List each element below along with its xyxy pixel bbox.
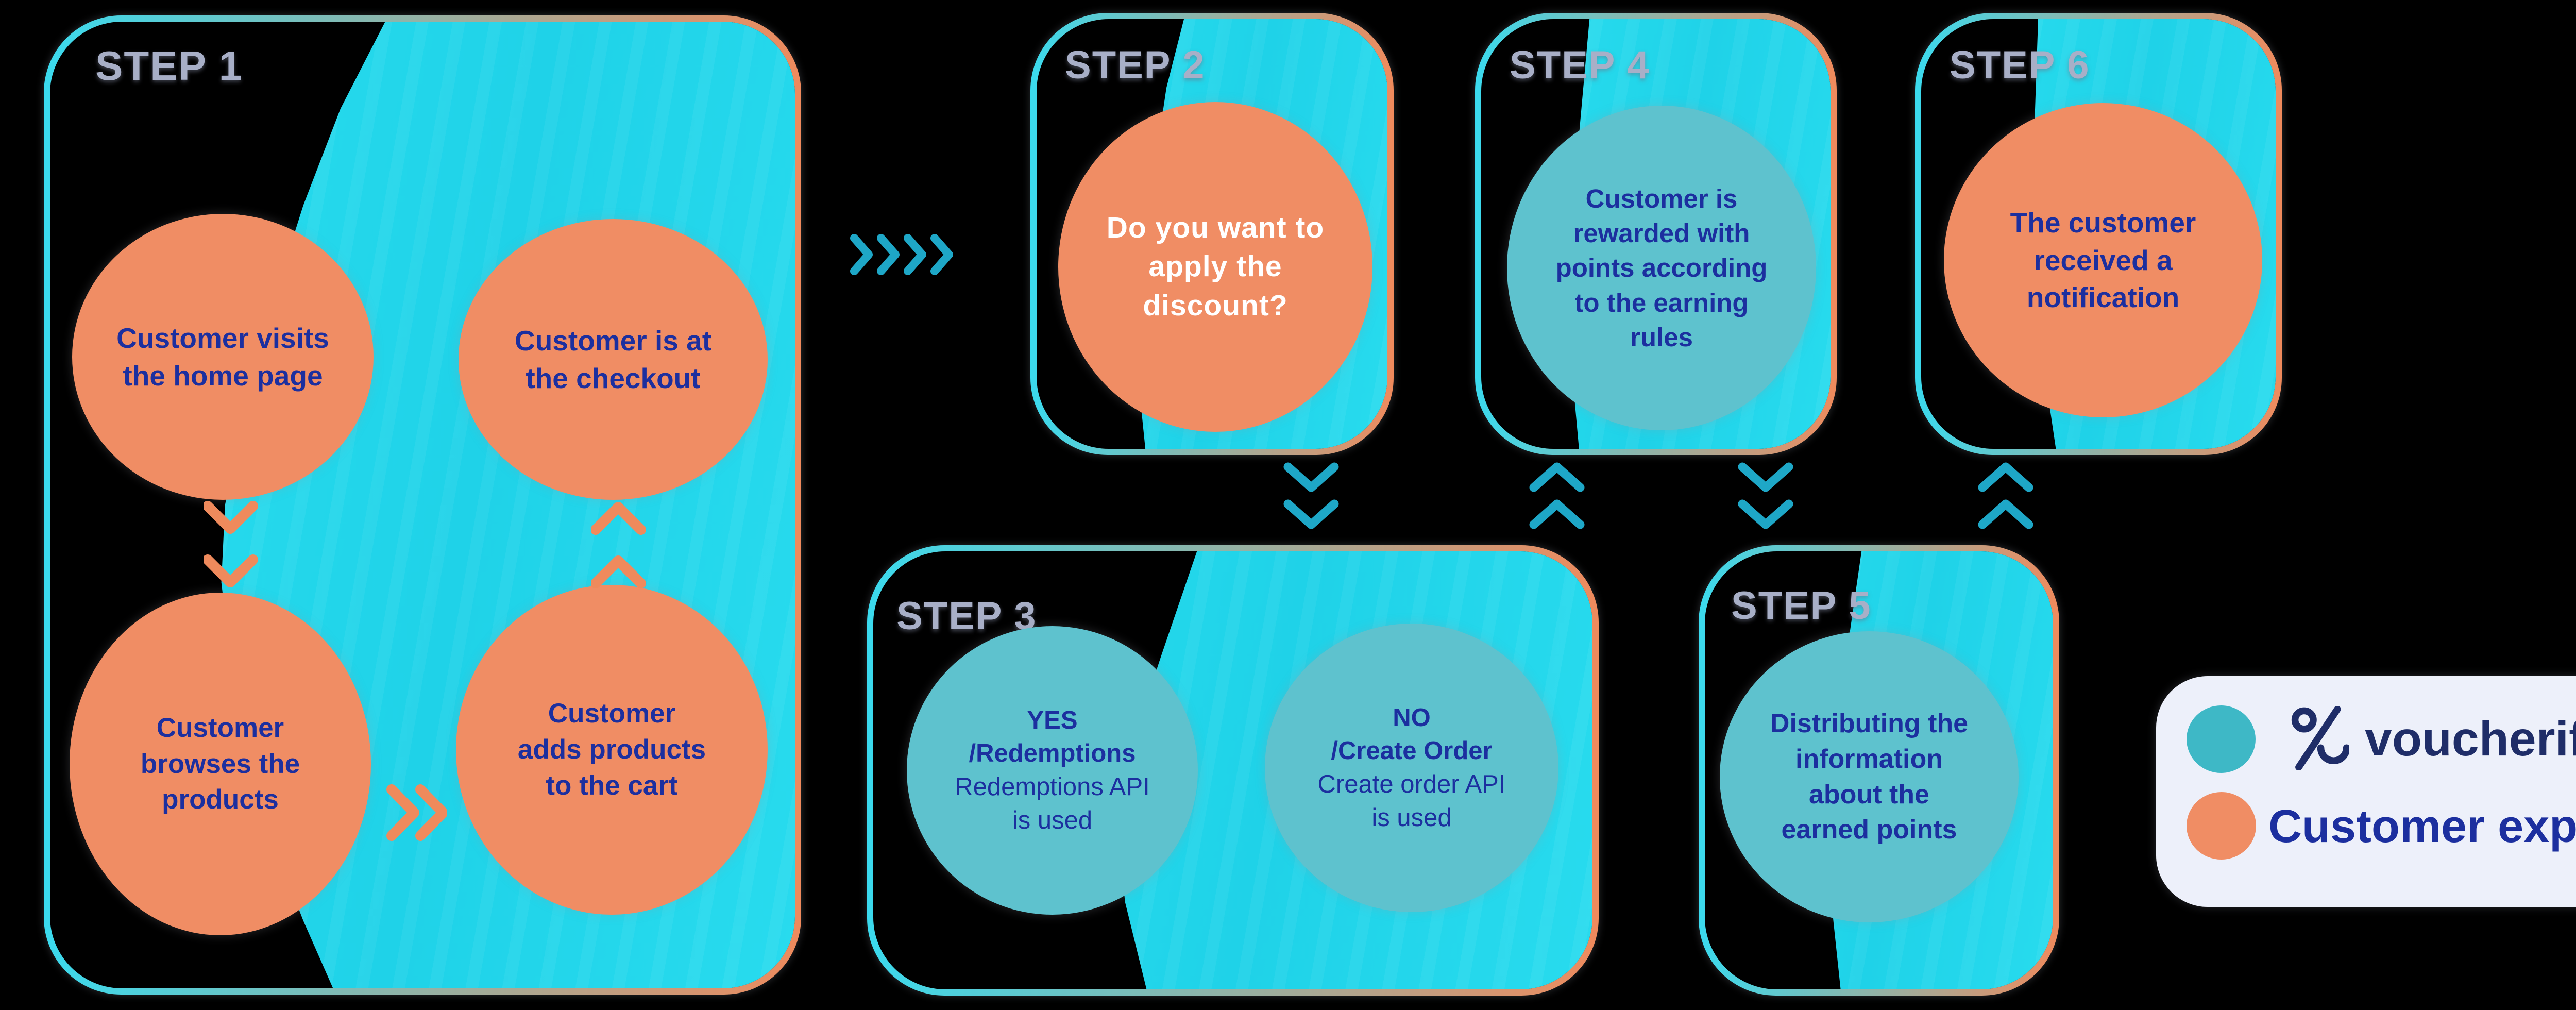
circle-no-create-order: NO /Create Order Create order API is use… — [1265, 624, 1558, 912]
legend-panel: voucherify Customer experience — [2156, 676, 2576, 907]
chevron-up-icon — [1977, 462, 2034, 531]
step-5-card: STEP 5 Distributing the information abou… — [1699, 545, 2059, 996]
step-1-title: STEP 1 — [95, 43, 243, 89]
circle-customer-checkout: Customer is at the checkout — [459, 219, 768, 500]
step-3-card-inner: STEP 3 YES /Redemptions Redemptions API … — [873, 551, 1592, 989]
step-4-card-inner: STEP 4 Customer is rewarded with points … — [1481, 19, 1831, 449]
step-4-title: STEP 4 — [1510, 43, 1650, 87]
step-6-card: STEP 6 The customer received a notificat… — [1915, 13, 2282, 455]
step-4-card: STEP 4 Customer is rewarded with points … — [1475, 13, 1837, 455]
step-1-card-inner: STEP 1 Customer visits the home page Cus… — [50, 22, 795, 988]
circle-customer-visits: Customer visits the home page — [72, 214, 374, 500]
legend-customer-dot — [2187, 792, 2256, 860]
chevron-up-icon — [591, 500, 646, 600]
step-1-card: STEP 1 Customer visits the home page Cus… — [44, 15, 801, 995]
circle-yes-body: Redemptions API is used — [955, 773, 1150, 834]
chevron-right-icon — [850, 233, 958, 276]
circle-rewarded-points-text: Customer is rewarded with points accordi… — [1555, 183, 1768, 352]
circle-apply-discount-text: Do you want to apply the discount? — [1106, 211, 1325, 322]
circle-customer-browses: Customer browses the products — [70, 593, 371, 935]
voucherify-percent-logo-icon — [2290, 706, 2349, 770]
circle-customer-adds-text: Customer adds products to the cart — [517, 698, 706, 801]
step-2-card-inner: STEP 2 Do you want to apply the discount… — [1037, 19, 1387, 449]
circle-yes-redemptions: YES /Redemptions Redemptions API is used — [907, 626, 1198, 915]
step-5-title: STEP 5 — [1731, 584, 1872, 628]
chevron-right-icon — [385, 784, 447, 841]
circle-customer-checkout-text: Customer is at the checkout — [514, 324, 712, 394]
circle-distributing-points-text: Distributing the information about the e… — [1770, 709, 1969, 845]
step-2-card: STEP 2 Do you want to apply the discount… — [1030, 13, 1394, 455]
circle-customer-browses-text: Customer browses the products — [140, 712, 300, 815]
circle-yes-title: YES /Redemptions — [969, 706, 1136, 768]
chevron-up-icon — [1529, 462, 1585, 531]
circle-distributing-points: Distributing the information about the e… — [1720, 631, 2019, 922]
circle-received-notification-text: The customer received a notification — [2010, 207, 2196, 314]
chevron-down-icon — [1737, 462, 1794, 531]
circle-customer-visits-text: Customer visits the home page — [116, 322, 329, 392]
circle-apply-discount: Do you want to apply the discount? — [1058, 102, 1372, 432]
step-3-title: STEP 3 — [896, 594, 1037, 638]
step-3-card: STEP 3 YES /Redemptions Redemptions API … — [867, 545, 1599, 996]
circle-received-notification: The customer received a notification — [1944, 103, 2262, 417]
legend-customer-label: Customer experience — [2268, 801, 2576, 852]
chevron-down-icon — [204, 499, 258, 599]
circle-rewarded-points: Customer is rewarded with points accordi… — [1507, 106, 1816, 430]
legend-voucherify-label: voucherify — [2365, 712, 2576, 766]
circle-customer-adds: Customer adds products to the cart — [456, 585, 768, 915]
step-2-title: STEP 2 — [1065, 43, 1206, 87]
step-6-title: STEP 6 — [1950, 43, 2090, 87]
chevron-down-icon — [1283, 462, 1340, 531]
step-6-card-inner: STEP 6 The customer received a notificat… — [1921, 19, 2276, 449]
circle-no-body: Create order API is used — [1317, 770, 1506, 832]
circle-no-title: NO /Create Order — [1331, 703, 1493, 765]
legend-voucherify-dot — [2187, 705, 2256, 773]
step-5-card-inner: STEP 5 Distributing the information abou… — [1705, 551, 2053, 989]
